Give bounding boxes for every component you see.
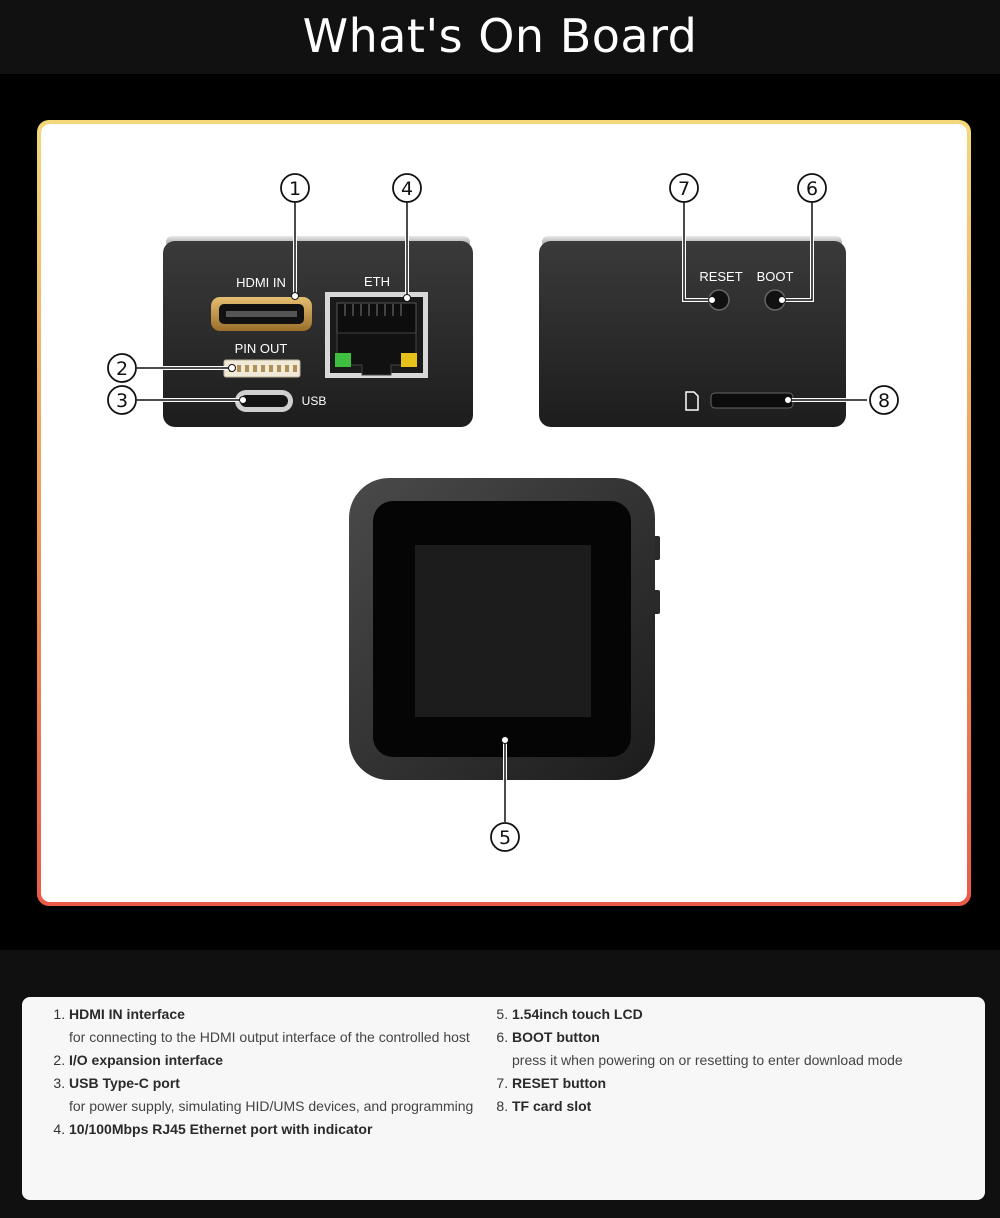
title-bar: What's On Board	[0, 0, 1000, 74]
legend-item-5: 1.54inch touch LCD	[512, 1003, 952, 1026]
legend-list-right: 1.54inch touch LCD BOOT button press it …	[465, 1003, 952, 1118]
svg-text:1: 1	[289, 178, 301, 200]
tf-card-slot	[710, 392, 794, 409]
legend-item-title: TF card slot	[512, 1098, 592, 1114]
legend-item-7: RESET button	[512, 1072, 952, 1095]
legend-item-title: USB Type-C port	[69, 1075, 180, 1091]
device-front-body	[163, 241, 473, 427]
legend-item-title: 10/100Mbps RJ45 Ethernet port with indic…	[69, 1121, 373, 1137]
device-screen-view	[349, 478, 660, 780]
svg-text:6: 6	[806, 178, 818, 200]
legend-item-2: I/O expansion interface	[69, 1049, 509, 1072]
callout-8: 8	[869, 385, 899, 415]
legend-item-desc: for power supply, simulating HID/UMS dev…	[69, 1098, 474, 1114]
legend-item-3: USB Type-C port for power supply, simula…	[69, 1072, 509, 1118]
legend-item-title: HDMI IN interface	[69, 1006, 185, 1022]
legend-panel: HDMI IN interface for connecting to the …	[22, 997, 985, 1200]
legend-item-title: RESET button	[512, 1075, 607, 1091]
callout-5: 5	[490, 822, 520, 852]
boot-label: BOOT	[757, 269, 794, 284]
legend-item-title: 1.54inch touch LCD	[512, 1006, 643, 1022]
sd-card-icon	[685, 391, 699, 411]
svg-text:8: 8	[878, 390, 890, 412]
callout-3: 3	[107, 385, 137, 415]
device-rear-view: RESET BOOT	[539, 236, 846, 427]
legend-item-1: HDMI IN interface for connecting to the …	[69, 1003, 509, 1049]
legend-item-title: I/O expansion interface	[69, 1052, 224, 1068]
legend-item-title: BOOT button	[512, 1029, 600, 1045]
svg-text:4: 4	[401, 178, 413, 200]
legend-item-desc: press it when powering on or resetting t…	[512, 1052, 903, 1068]
lcd-display	[415, 545, 591, 717]
legend-list-left: HDMI IN interface for connecting to the …	[22, 1003, 509, 1141]
pinout-label: PIN OUT	[235, 341, 288, 356]
device-rear-body	[539, 241, 846, 427]
eth-led-yellow	[401, 353, 417, 367]
svg-text:5: 5	[499, 827, 511, 849]
legend-item-6: BOOT button press it when powering on or…	[512, 1026, 952, 1072]
callout-2: 2	[107, 353, 137, 383]
svg-text:7: 7	[678, 178, 690, 200]
eth-label: ETH	[364, 274, 390, 289]
callout-6: 6	[797, 173, 827, 203]
legend-item-4: 10/100Mbps RJ45 Ethernet port with indic…	[69, 1118, 509, 1141]
usb-label: USB	[302, 394, 327, 408]
legend-item-desc: for connecting to the HDMI output interf…	[69, 1029, 470, 1045]
legend-item-8: TF card slot	[512, 1095, 952, 1118]
callout-7: 7	[669, 173, 699, 203]
device-front-view: HDMI IN PIN OUT USB ETH	[163, 236, 473, 427]
svg-text:2: 2	[116, 358, 128, 380]
eth-led-green	[335, 353, 351, 367]
svg-text:3: 3	[116, 390, 128, 412]
hdmi-label: HDMI IN	[236, 275, 286, 290]
callout-1: 1	[280, 173, 310, 203]
reset-label: RESET	[699, 269, 742, 284]
page-title: What's On Board	[302, 9, 698, 63]
callout-4: 4	[392, 173, 422, 203]
board-diagram: HDMI IN PIN OUT USB ETH	[107, 173, 899, 852]
